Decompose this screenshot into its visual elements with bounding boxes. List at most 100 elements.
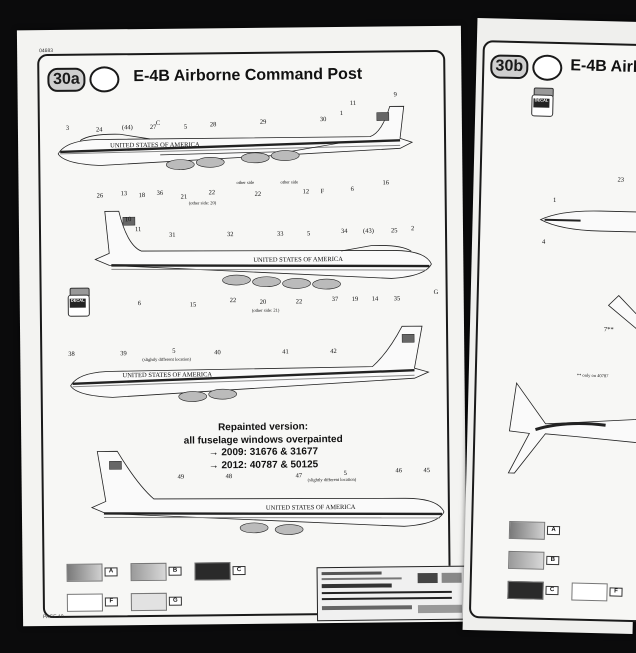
- svg-text:33: 33: [277, 231, 284, 238]
- svg-text:C: C: [156, 120, 160, 127]
- svg-text:21: 21: [181, 194, 188, 201]
- callouts-view-4: 49 48 47 5 46 45 (slightly different loc…: [178, 467, 431, 483]
- svg-text:(other side: 20): (other side: 20): [189, 200, 217, 205]
- svg-text:11: 11: [350, 100, 356, 107]
- svg-text:30: 30: [320, 116, 327, 123]
- colour-code-f: F: [104, 597, 118, 607]
- svg-text:5: 5: [172, 348, 175, 355]
- svg-text:36: 36: [157, 190, 164, 197]
- svg-text:11: 11: [135, 226, 141, 233]
- painting-guide-frame: 30a E-4B Airborne Command Post UNITED ST…: [37, 49, 470, 622]
- aircraft-view-left-side: UNITED STATES OF AMERICA: [57, 105, 414, 170]
- svg-text:1: 1: [340, 110, 343, 117]
- svg-text:20: 20: [260, 299, 267, 306]
- svg-text:G: G: [434, 289, 439, 296]
- svg-text:31: 31: [169, 232, 176, 239]
- svg-text:39: 39: [120, 350, 127, 357]
- svg-text:(44): (44): [122, 124, 133, 131]
- colour-swatch-f: [571, 582, 608, 602]
- svg-text:18: 18: [139, 192, 146, 199]
- svg-text:32: 32: [227, 231, 234, 238]
- callouts-view-3: 38 39 5 40 41 42 (slightly different loc…: [68, 348, 337, 362]
- callouts-view-2: 10 11 31 32 33 5 34 (43) 25 2 6 15 22 20…: [125, 216, 439, 313]
- svg-text:4: 4: [542, 239, 546, 246]
- svg-text:22: 22: [230, 297, 237, 304]
- colour-code-a: A: [546, 525, 561, 536]
- svg-text:22: 22: [209, 189, 216, 196]
- colour-swatch-g: [130, 592, 167, 612]
- page-number: PAGE 10: [43, 613, 64, 621]
- svg-text:3: 3: [66, 125, 69, 132]
- svg-text:F: F: [321, 188, 325, 195]
- repaint-caption: Repainted version: all fuselage windows …: [183, 421, 343, 471]
- svg-text:27: 27: [150, 124, 157, 131]
- fuselage-lettering: UNITED STATES OF AMERICA: [122, 371, 212, 379]
- svg-text:22: 22: [296, 298, 303, 305]
- svg-text:35: 35: [394, 295, 401, 302]
- colour-swatch-a: [66, 563, 103, 582]
- colour-swatch-f: [66, 593, 103, 612]
- colour-code-b: B: [168, 566, 182, 576]
- callouts-view-1: 3 24 (44) 27 5 28 29 30 9 11 1 26 13 18 …: [66, 91, 397, 205]
- decal-jar-label: DECAL: [69, 298, 86, 308]
- svg-text:1: 1: [553, 197, 556, 204]
- svg-text:6: 6: [351, 186, 355, 193]
- aircraft-view-right-repaint: UNITED STATES OF AMERICA: [90, 450, 445, 535]
- svg-text:46: 46: [395, 467, 402, 474]
- svg-text:42: 42: [330, 348, 337, 355]
- svg-text:26: 26: [97, 192, 104, 199]
- colour-swatch-c: [194, 562, 231, 581]
- instruction-page-left: 04683 30a E-4B Airborne Command Post UNI…: [16, 25, 470, 627]
- svg-text:22: 22: [255, 191, 262, 198]
- colour-code-f: F: [609, 587, 623, 597]
- decal-jar-icon: DECAL: [67, 287, 90, 317]
- svg-text:5: 5: [184, 124, 187, 131]
- svg-text:49: 49: [178, 474, 185, 481]
- svg-text:13: 13: [121, 190, 128, 197]
- svg-text:40: 40: [214, 349, 221, 356]
- svg-text:47: 47: [296, 472, 303, 479]
- svg-text:48: 48: [226, 473, 233, 480]
- svg-text:(slightly different location): (slightly different location): [308, 477, 357, 483]
- svg-text:37: 37: [332, 296, 339, 303]
- decal-sheet-preview: [316, 565, 470, 622]
- colour-code-c: C: [232, 565, 246, 576]
- svg-text:7**: 7**: [604, 326, 614, 333]
- svg-text:28: 28: [210, 121, 217, 128]
- svg-text:24: 24: [96, 126, 103, 133]
- colour-code-b: B: [546, 555, 560, 566]
- colour-swatch-c: [507, 580, 544, 600]
- svg-text:10: 10: [125, 216, 132, 223]
- painting-guide-frame-right: 30b E-4B Airb DECAL 23 1 4 7** ** only o…: [468, 40, 636, 623]
- colour-swatch-a: [508, 520, 546, 540]
- colour-code-a: A: [104, 567, 118, 577]
- svg-text:other side: other side: [280, 179, 298, 184]
- svg-text:5: 5: [307, 230, 310, 237]
- svg-text:(other side: 21): (other side: 21): [252, 308, 280, 313]
- colour-code-c: C: [545, 585, 559, 596]
- svg-text:41: 41: [282, 349, 289, 356]
- svg-text:2: 2: [411, 225, 414, 232]
- fuselage-lettering: UNITED STATES OF AMERICA: [110, 141, 200, 149]
- aircraft-drawings: UNITED STATES OF AMERICA UNITED STATES O…: [57, 91, 445, 535]
- svg-text:38: 38: [68, 351, 75, 358]
- svg-text:9: 9: [394, 91, 397, 98]
- aircraft-view-right-side: UNITED STATES OF AMERICA: [94, 210, 432, 290]
- svg-text:25: 25: [391, 227, 398, 234]
- fuselage-lettering: UNITED STATES OF AMERICA: [266, 504, 356, 512]
- instruction-page-right: 30b E-4B Airb DECAL 23 1 4 7** ** only o…: [462, 18, 636, 634]
- svg-text:45: 45: [423, 467, 430, 474]
- aircraft-detail-drawings: 23 1 4 7** ** only on 40787: [507, 176, 636, 474]
- svg-text:(43): (43): [363, 228, 374, 235]
- svg-text:16: 16: [382, 179, 389, 186]
- svg-text:other side: other side: [236, 180, 254, 185]
- fuselage-lettering: UNITED STATES OF AMERICA: [253, 256, 343, 264]
- svg-text:29: 29: [260, 119, 267, 126]
- svg-text:15: 15: [190, 301, 197, 308]
- svg-text:6: 6: [138, 300, 142, 307]
- svg-text:34: 34: [341, 228, 348, 235]
- colour-swatch-b: [508, 550, 545, 570]
- svg-text:23: 23: [618, 176, 625, 183]
- svg-text:** only on 40787: ** only on 40787: [577, 373, 609, 379]
- aircraft-view-left-repaint: UNITED STATES OF AMERICA: [70, 325, 430, 402]
